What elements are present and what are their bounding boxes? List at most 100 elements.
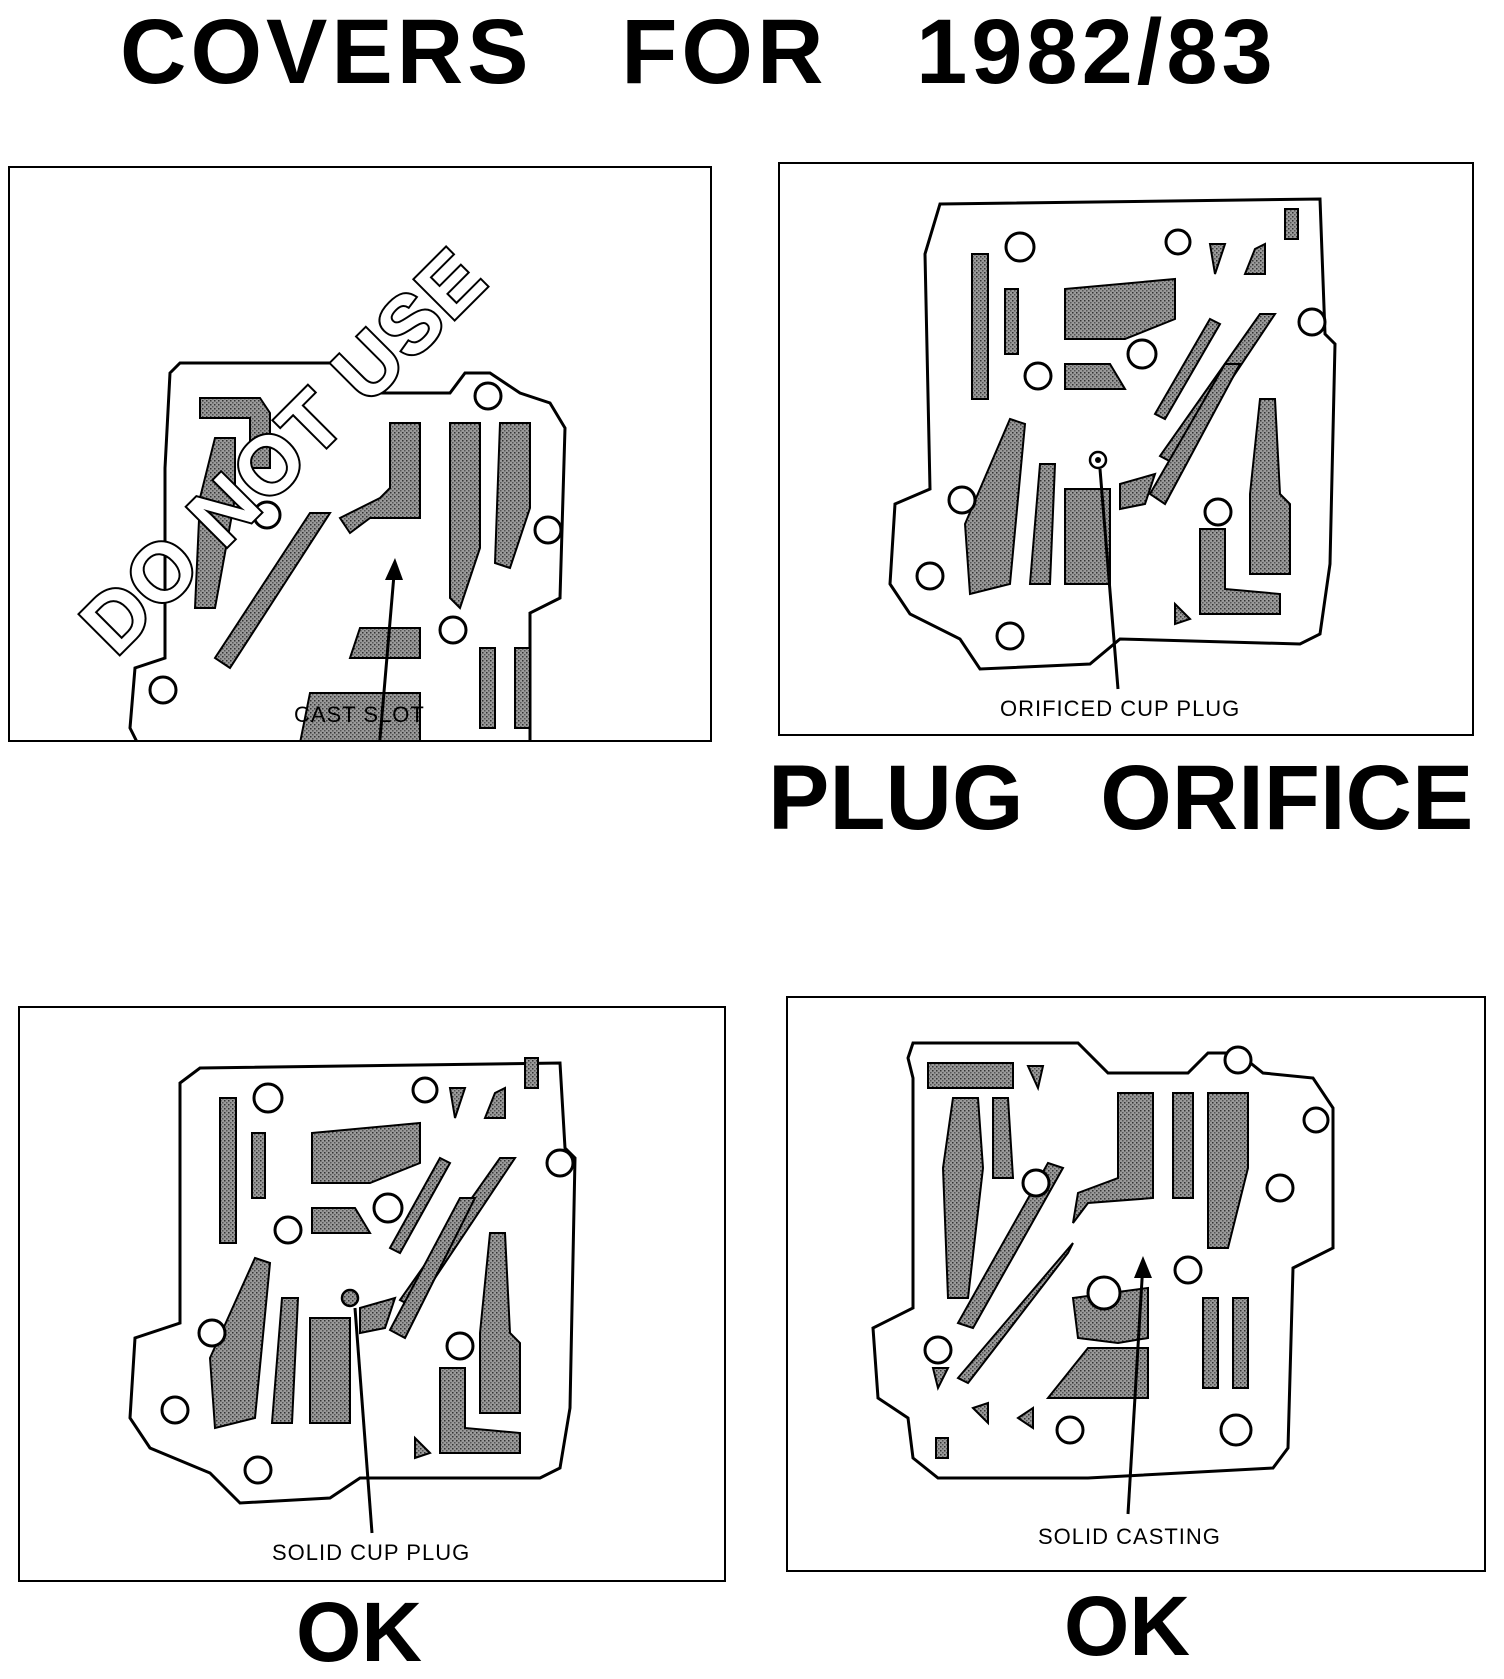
caption-ok-left: OK xyxy=(296,1585,422,1679)
channel xyxy=(1026,1065,1045,1092)
caption-plug-orifice: PLUG ORIFICE xyxy=(768,747,1474,849)
channel xyxy=(414,1435,432,1460)
valve-cover-diagram xyxy=(888,197,1337,690)
callout-label: SOLID CUP PLUG xyxy=(272,1540,471,1565)
channel xyxy=(199,397,271,469)
channel xyxy=(479,647,496,729)
channel xyxy=(935,1437,949,1459)
bolt-hole xyxy=(372,1192,404,1224)
channel xyxy=(388,1197,477,1340)
caption-ok-right: OK xyxy=(1064,1579,1190,1673)
channel xyxy=(449,422,481,610)
panel-solid-casting: SOLID CASTING xyxy=(786,996,1486,1572)
channel xyxy=(311,1207,372,1234)
bolt-hole xyxy=(273,1215,303,1245)
callout-label: ORIFICED CUP PLUG xyxy=(1000,696,1241,721)
channel xyxy=(524,1057,539,1089)
channel xyxy=(941,1097,985,1299)
bolt-hole xyxy=(148,675,178,705)
channel xyxy=(1028,463,1057,585)
channel xyxy=(311,1121,421,1184)
channel xyxy=(338,422,421,535)
channel xyxy=(1232,1297,1249,1389)
bolt-hole xyxy=(923,1335,953,1365)
channel xyxy=(1174,601,1192,626)
channel xyxy=(956,1242,1074,1385)
leader-line xyxy=(1126,1262,1145,1515)
valve-cover-diagram xyxy=(128,1057,577,1534)
channel xyxy=(1072,1092,1154,1224)
channel xyxy=(1202,1297,1219,1389)
channel xyxy=(1064,363,1127,390)
callout-label: CAST SLOT xyxy=(294,702,425,727)
channel xyxy=(270,1297,300,1424)
bolt-hole xyxy=(545,1148,575,1178)
channel xyxy=(251,1132,266,1199)
bolt-hole xyxy=(1173,1255,1203,1285)
leader-arrowhead xyxy=(385,558,403,580)
valve-cover-diagram xyxy=(871,1041,1335,1515)
channel xyxy=(448,1087,467,1119)
bolt-hole xyxy=(1004,231,1036,263)
bolt-hole xyxy=(1164,228,1192,256)
bolt-hole xyxy=(1021,1168,1051,1198)
leader-line xyxy=(378,562,397,740)
solid-cup-plug xyxy=(340,1288,360,1308)
channel xyxy=(1148,363,1242,506)
bolt-hole xyxy=(438,615,468,645)
callout-label: SOLID CASTING xyxy=(1038,1524,1221,1549)
channel xyxy=(1064,277,1176,340)
bolt-hole xyxy=(473,381,503,411)
channel xyxy=(1243,242,1266,275)
leader-line xyxy=(353,1307,374,1534)
channel xyxy=(219,1097,237,1244)
channel xyxy=(479,1232,521,1414)
leader-line xyxy=(1098,468,1120,690)
bolt-hole xyxy=(1126,338,1158,370)
leader-arrowhead xyxy=(1134,1256,1152,1278)
channel xyxy=(927,1062,1014,1089)
bolt-hole xyxy=(197,1318,227,1348)
channel xyxy=(514,647,531,729)
panel-solid-cup-plug: SOLID CUP PLUG xyxy=(18,1006,726,1582)
channel xyxy=(1284,208,1299,240)
channel xyxy=(359,1296,397,1335)
bolt-hole xyxy=(1203,497,1233,527)
channel xyxy=(348,627,421,659)
channel xyxy=(213,512,332,670)
bolt-hole xyxy=(1302,1106,1330,1134)
bolt-hole xyxy=(915,561,945,591)
bolt-hole xyxy=(411,1076,439,1104)
valve-cover-diagram xyxy=(128,361,567,740)
channel xyxy=(971,253,989,400)
channel xyxy=(1016,1406,1034,1430)
channel xyxy=(1119,472,1157,511)
channel xyxy=(309,1317,351,1424)
bolt-hole xyxy=(445,1331,475,1361)
panel-orificed-cup-plug: ORIFICED CUP PLUG xyxy=(778,162,1474,736)
channel xyxy=(1249,398,1291,575)
bolt-hole xyxy=(995,621,1025,651)
orifice xyxy=(1095,457,1101,463)
channel xyxy=(1199,528,1281,615)
cover-outline xyxy=(871,1041,1335,1480)
bolt-hole xyxy=(1086,1275,1122,1311)
channel xyxy=(1207,1092,1249,1249)
channel xyxy=(388,1156,452,1255)
channel xyxy=(971,1401,989,1426)
channel xyxy=(931,1367,950,1391)
channel xyxy=(1004,288,1019,355)
page-title: COVERS FOR 1982/83 xyxy=(120,1,1277,103)
channel xyxy=(1208,243,1227,275)
bolt-hole xyxy=(1297,307,1327,337)
channel xyxy=(493,422,531,570)
channel xyxy=(193,437,236,609)
bolt-hole xyxy=(1219,1413,1253,1447)
bolt-hole xyxy=(947,485,977,515)
channel xyxy=(992,1097,1015,1179)
channel xyxy=(439,1367,521,1454)
bolt-hole xyxy=(252,500,282,530)
bolt-hole xyxy=(1055,1415,1085,1445)
bolt-hole xyxy=(160,1395,190,1425)
bolt-hole xyxy=(252,1082,284,1114)
